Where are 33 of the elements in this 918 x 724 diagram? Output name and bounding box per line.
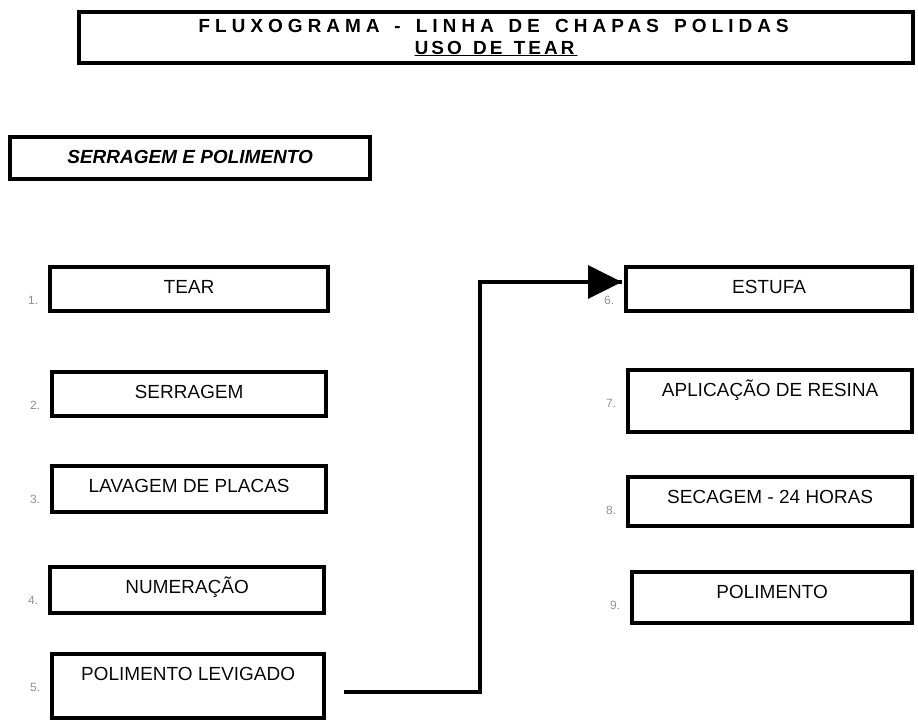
step-number: 5. [30,680,40,694]
process-box [50,464,328,514]
step-label: POLIMENTO LEVIGADO [81,664,295,686]
step-number: 4. [28,593,38,607]
step-number: 2. [30,398,40,412]
step-label: POLIMENTO [716,582,828,604]
process-box [630,570,914,625]
step-number: 1. [28,293,38,307]
step-number: 7. [606,396,616,410]
process-box [50,652,326,720]
title-text: FLUXOGRAMA - LINHA DE CHAPAS POLIDAS [198,16,794,38]
step-label: SECAGEM - 24 HORAS [667,487,873,509]
process-box [48,265,330,313]
process-box [624,265,914,313]
step-number: 8. [606,503,616,517]
step-label: ESTUFA [732,277,806,299]
process-box [48,565,326,615]
step-label: LAVAGEM DE PLACAS [88,476,290,498]
section-box [8,135,372,181]
step-label: TEAR [164,277,214,299]
section-heading: SERRAGEM E POLIMENTO [67,147,313,169]
title-box [77,10,915,65]
step-label: SERRAGEM [134,382,244,404]
process-box [626,475,914,528]
step-label: NUMERAÇÃO [125,577,249,599]
process-box [626,368,914,434]
step-number: 6. [604,293,614,307]
step-number: 9. [610,598,620,612]
arrow [344,265,622,694]
subtitle-text: USO DE TEAR [414,38,578,60]
process-box [50,370,328,418]
step-number: 3. [30,492,40,506]
step-label: APLICAÇÃO DE RESINA [662,380,878,402]
